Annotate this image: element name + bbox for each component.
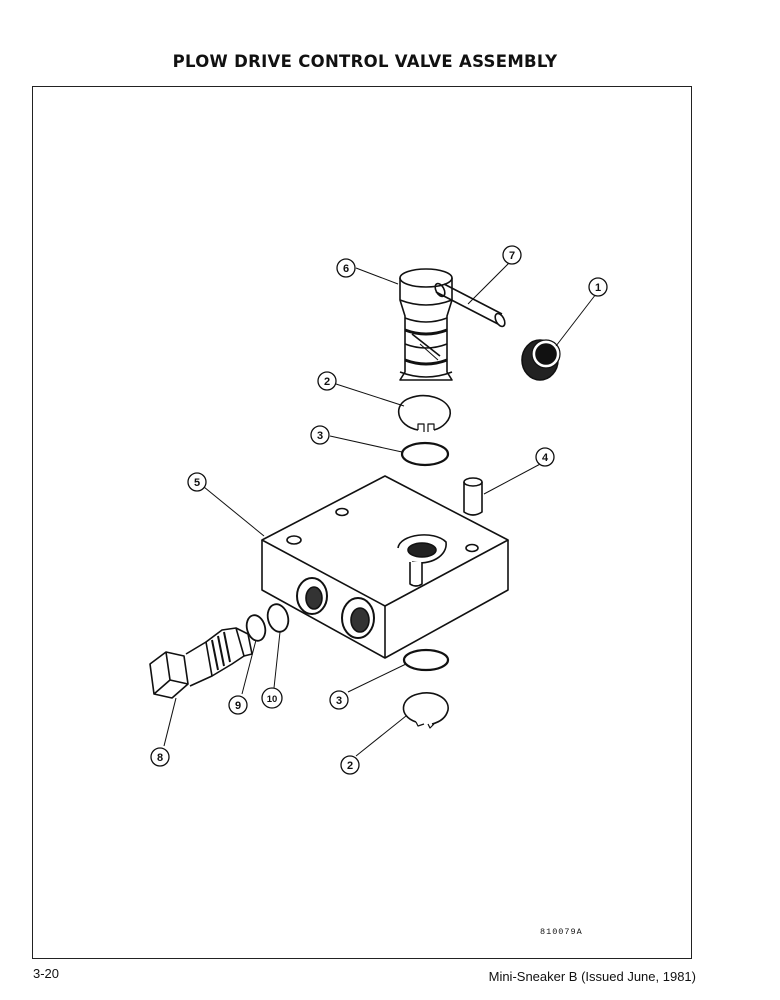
page-number: 3-20 (33, 966, 60, 981)
callout-3-upper: 3 (310, 425, 330, 445)
part-4-dowel-pin (463, 477, 483, 516)
diagram-frame (32, 86, 692, 959)
part-6-valve-spool (399, 268, 453, 381)
part-2-snap-ring-lower (402, 692, 449, 729)
callout-2-lower-label: 2 (347, 760, 353, 772)
part-1-plug-cap (521, 339, 561, 381)
callout-3-upper-label: 3 (317, 430, 323, 442)
callout-2-upper: 2 (317, 371, 337, 391)
page-title: PLOW DRIVE CONTROL VALVE ASSEMBLY (172, 52, 558, 71)
part-2-snap-ring-upper (398, 394, 452, 432)
part-5-valve-body (261, 475, 509, 659)
callout-3-lower-label: 3 (336, 695, 342, 707)
callout-1-label: 1 (595, 282, 601, 294)
callout-6-label: 6 (343, 263, 349, 275)
callout-2-upper-label: 2 (324, 376, 330, 388)
part-8-relief-cartridge (149, 627, 253, 699)
callout-3-lower: 3 (329, 690, 349, 710)
figure-code: 810079A (540, 927, 583, 937)
callout-4-label: 4 (542, 452, 549, 464)
footer-text: Mini-Sneaker B (Issued June, 1981) (488, 969, 696, 984)
callout-5-label: 5 (194, 477, 200, 489)
part-10-o-ring (266, 603, 290, 633)
part-7-handle-pin (434, 282, 506, 328)
part-9-backup-ring (245, 614, 267, 642)
part-3-o-ring-upper (400, 441, 450, 467)
callout-10: 10 (261, 687, 283, 709)
callout-7: 7 (502, 245, 522, 265)
callout-5: 5 (187, 472, 207, 492)
leader-lines (163, 261, 597, 757)
callout-10-label: 10 (267, 694, 278, 705)
part-3-o-ring-lower (402, 648, 450, 672)
callout-2-lower: 2 (340, 755, 360, 775)
callout-9: 9 (228, 695, 248, 715)
callout-1: 1 (588, 277, 608, 297)
callout-9-label: 9 (235, 700, 241, 712)
callout-4: 4 (535, 447, 555, 467)
callout-8: 8 (150, 747, 170, 767)
callout-8-label: 8 (157, 752, 163, 764)
callout-6: 6 (336, 258, 356, 278)
callout-7-label: 7 (509, 250, 515, 262)
